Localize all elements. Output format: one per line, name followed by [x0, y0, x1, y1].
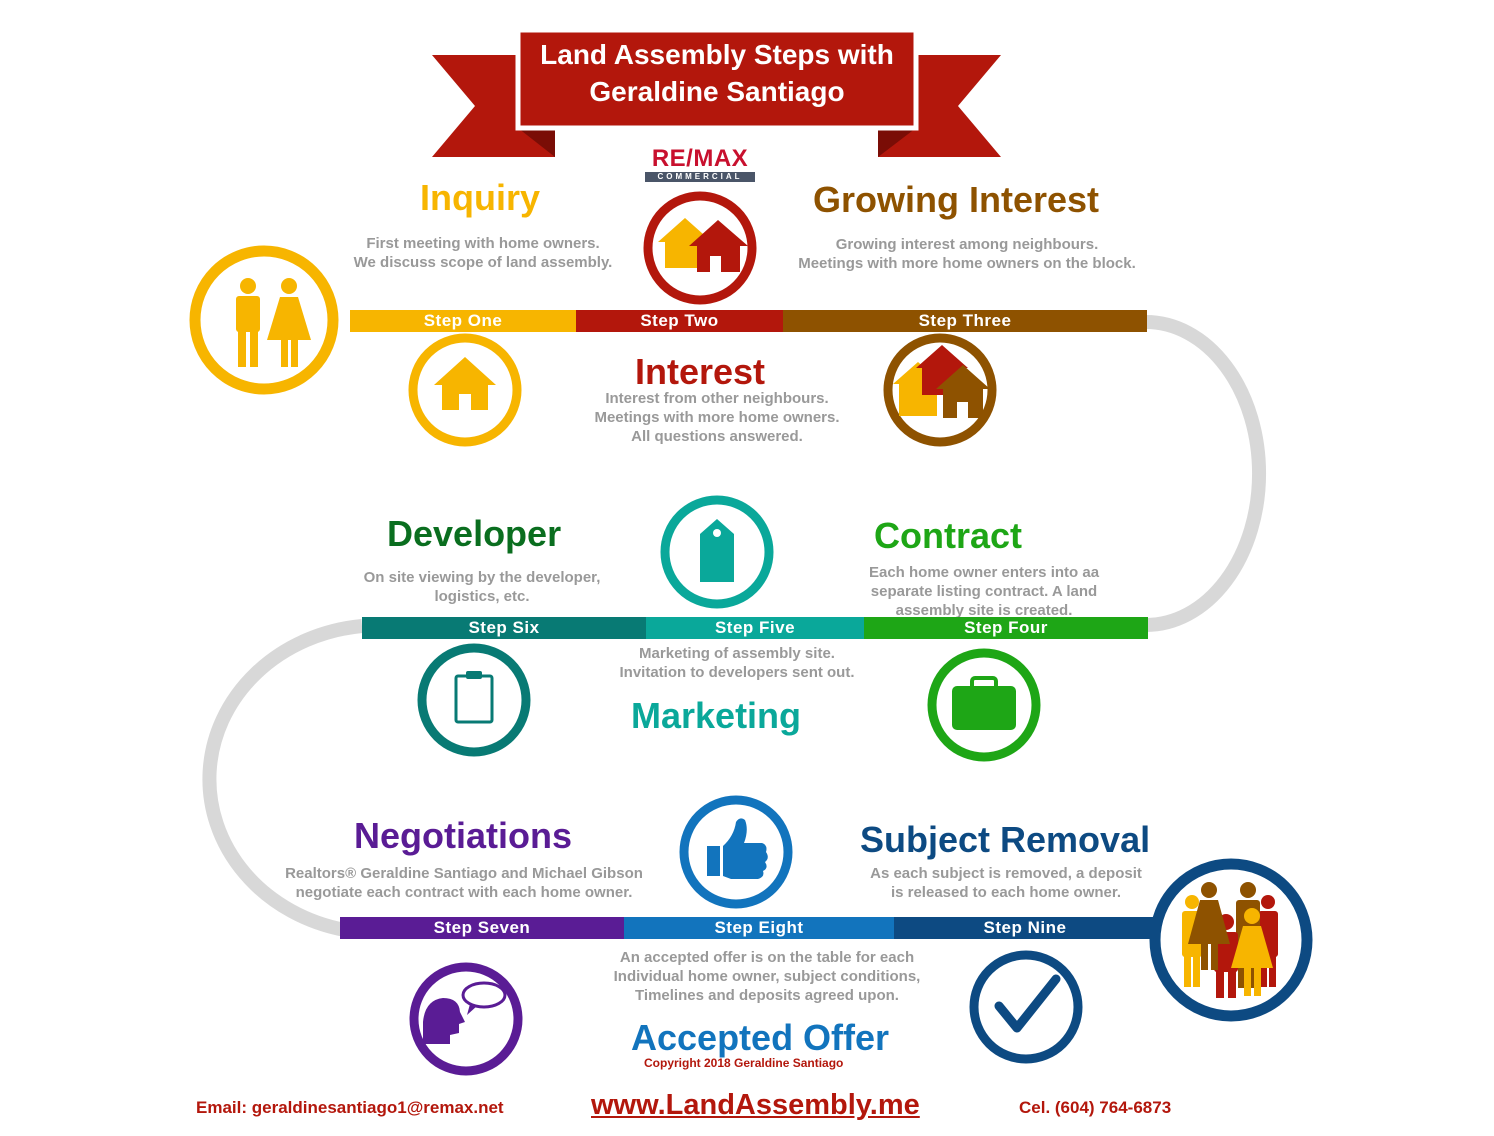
step-7-line-2: negotiate each contract with each home o…	[295, 884, 633, 901]
step-1-title: Inquiry	[420, 177, 541, 218]
step-5-line-2: Invitation to developers sent out.	[619, 664, 855, 681]
three-houses-icon	[883, 333, 997, 447]
footer-email: Email: geraldinesantiago1@remax.net	[196, 1098, 504, 1118]
step-6-line-2: logistics, etc.	[434, 588, 530, 605]
step-1-description: First meeting with home owners. We discu…	[318, 234, 648, 272]
connector-path	[202, 315, 1267, 937]
step-3-description: Growing interest among neighbours. Meeti…	[770, 235, 1164, 273]
step-5-title: Marketing	[631, 695, 802, 736]
crowd-icon	[1149, 858, 1313, 1022]
step-2-title: Interest	[635, 351, 766, 392]
step-6-description: On site viewing by the developer, logist…	[332, 568, 632, 606]
copyright: Copyright 2018 Geraldine Santiago	[644, 1056, 844, 1070]
remax-logo: RE/MAX COMMERCIAL	[643, 146, 757, 182]
step-2-line-1: Interest from other neighbours.	[605, 390, 829, 407]
page-title: Land Assembly Steps with Geraldine Santi…	[540, 39, 894, 107]
step-9-label: Step Nine	[894, 917, 1156, 939]
step-1-label: Step One	[350, 310, 576, 332]
title-ribbon	[432, 27, 1001, 157]
footer-phone: Cel. (604) 764-6873	[1019, 1098, 1172, 1117]
thumbs-up-icon	[679, 795, 793, 909]
checkmark-icon	[969, 950, 1083, 1064]
step-6-label: Step Six	[362, 617, 646, 639]
step-8-line-1: An accepted offer is on the table for ea…	[619, 949, 915, 966]
step-8-description: An accepted offer is on the table for ea…	[582, 948, 952, 1005]
step-6-line-1: On site viewing by the developer,	[363, 569, 601, 586]
step-2-label: Step Two	[576, 310, 783, 332]
house-icon	[408, 333, 522, 447]
briefcase-icon	[927, 648, 1041, 762]
step-4-line-1: Each home owner enters into aa	[868, 564, 1100, 581]
couple-icon	[189, 245, 339, 395]
step-3-title: Growing Interest	[813, 179, 1100, 220]
logo-wordmark: RE/MAX	[651, 145, 749, 172]
website-link[interactable]: www.LandAssembly.me	[591, 1089, 920, 1121]
step-8-title: Accepted Offer	[631, 1017, 890, 1058]
step-5-label: Step Five	[646, 617, 864, 639]
step-4-line-2: separate listing contract. A land	[870, 583, 1098, 600]
logo-subtitle: COMMERCIAL	[645, 172, 755, 182]
step-9-line-1: As each subject is removed, a deposit	[870, 865, 1142, 882]
step-4-title: Contract	[874, 515, 1023, 556]
step-4-description: Each home owner enters into aa separate …	[834, 563, 1134, 617]
step-9-line-2: is released to each home owner.	[890, 884, 1122, 901]
step-2-line-2: Meetings with more home owners.	[594, 409, 840, 426]
step-5-line-1: Marketing of assembly site.	[639, 645, 835, 662]
clipboard-icon	[417, 643, 531, 757]
step-4-label: Step Four	[864, 617, 1148, 639]
step-3-line-1: Growing interest among neighbours.	[835, 236, 1099, 253]
email-link[interactable]: geraldinesantiago1@remax.net	[251, 1098, 504, 1117]
step-1-line-2: We discuss scope of land assembly.	[353, 254, 613, 271]
step-4-line-3: assembly site is created.	[895, 602, 1073, 617]
step-1-line-1: First meeting with home owners.	[366, 235, 600, 252]
tag-icon	[660, 495, 774, 609]
step-2-description: Interest from other neighbours. Meetings…	[567, 389, 867, 446]
step-9-title: Subject Removal	[860, 819, 1151, 860]
step-2-line-3: All questions answered.	[631, 428, 803, 445]
step-7-label: Step Seven	[340, 917, 624, 939]
step-7-line-1: Realtors® Geraldine Santiago and Michael…	[285, 865, 643, 882]
step-3-line-2: Meetings with more home owners on the bl…	[798, 255, 1136, 272]
speech-head-icon	[409, 962, 523, 1076]
email-label: Email:	[196, 1098, 248, 1117]
step-8-line-3: Timelines and deposits agreed upon.	[635, 987, 899, 1004]
step-6-title: Developer	[387, 513, 562, 554]
step-5-description: Marketing of assembly site. Invitation t…	[587, 644, 887, 682]
step-3-label: Step Three	[783, 310, 1147, 332]
step-8-line-2: Individual home owner, subject condition…	[613, 968, 921, 985]
step-7-description: Realtors® Geraldine Santiago and Michael…	[244, 864, 684, 902]
two-houses-icon	[643, 191, 757, 305]
step-8-label: Step Eight	[624, 917, 894, 939]
step-9-description: As each subject is removed, a deposit is…	[846, 864, 1166, 902]
step-7-title: Negotiations	[354, 815, 573, 856]
